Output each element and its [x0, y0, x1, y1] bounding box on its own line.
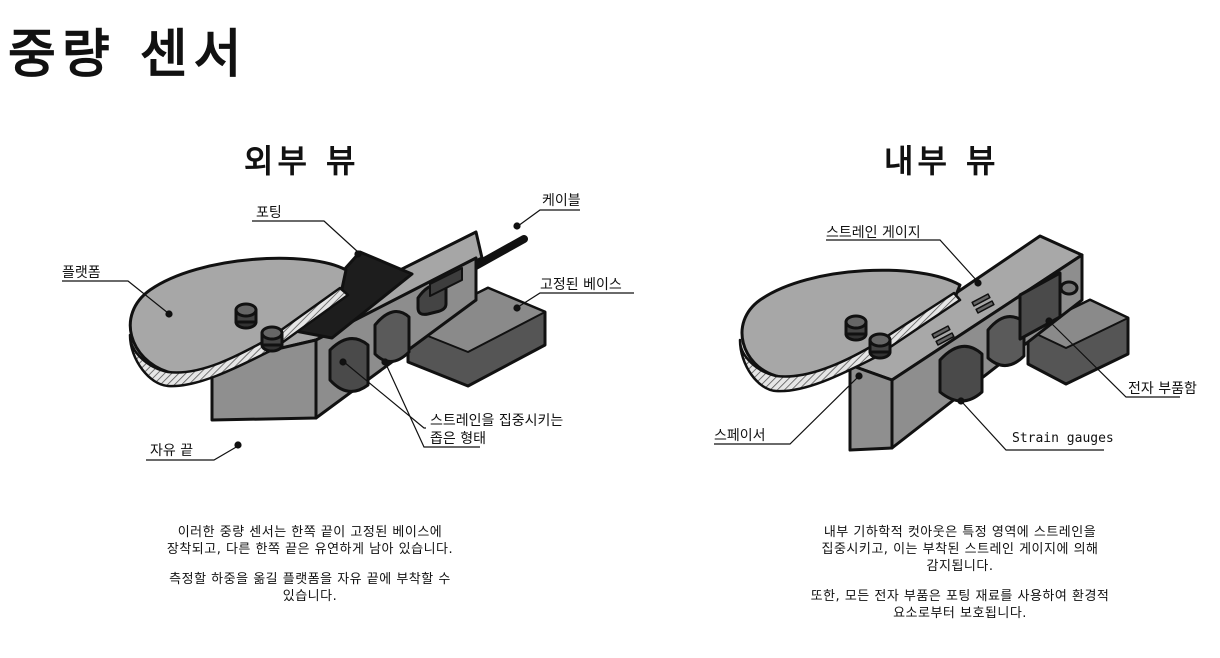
- interior-bolt-2: [868, 332, 892, 360]
- label-free-end: 자유 끝: [150, 443, 194, 459]
- exterior-load-cell: [128, 230, 547, 422]
- interior-desc-line2: 집중시키고, 이는 부착된 스트레인 게이지에 의해: [821, 542, 1099, 557]
- interior-bolt-1: [844, 314, 868, 342]
- bolt-2: [260, 325, 284, 353]
- exterior-desc-line3: 측정할 하중을 옮길 플랫폼을 자유 끝에 부착할 수: [169, 572, 451, 587]
- interior-desc-line5: 요소로부터 보호됩니다.: [893, 606, 1027, 621]
- label-potting: 포팅: [256, 205, 282, 221]
- bolt-1: [234, 302, 258, 330]
- cable: [468, 235, 528, 272]
- exterior-desc-line1: 이러한 중량 센서는 한쪽 끝이 고정된 베이스에: [177, 525, 443, 540]
- exterior-desc-line4: 있습니다.: [282, 589, 338, 604]
- label-electronics: 전자 부품함: [1128, 381, 1197, 397]
- label-fixed-base: 고정된 베이스: [540, 277, 622, 293]
- strain-gauge-marks: [931, 293, 995, 346]
- interior-view-title: 내부 뷰: [884, 142, 1000, 180]
- interior-desc-line4: 또한, 모든 전자 부품은 포팅 재료를 사용하여 환경적: [810, 589, 1110, 604]
- exterior-leader-lines: [62, 209, 634, 461]
- cable-hole: [1059, 280, 1079, 296]
- interior-cutout-1: [938, 344, 984, 403]
- exterior-description: 이러한 중량 센서는 한쪽 끝이 고정된 베이스에 장착되고, 다른 한쪽 끝은…: [110, 524, 510, 605]
- page-title: 중량 센서: [8, 25, 248, 85]
- label-cable: 케이블: [542, 193, 581, 209]
- label-platform: 플랫폼: [62, 265, 101, 281]
- interior-desc-line1: 내부 기하학적 컷아웃은 특정 영역에 스트레인을: [823, 525, 1097, 540]
- label-spacer: 스페이서: [714, 428, 766, 444]
- label-strain-gauges-en: Strain gauges: [1012, 431, 1114, 446]
- label-strain-shape-line1: 스트레인을 집중시키는: [430, 413, 564, 429]
- interior-load-cell: [738, 234, 1130, 452]
- exterior-view-title: 외부 뷰: [244, 142, 360, 180]
- interior-desc-line3: 감지됩니다.: [926, 559, 994, 574]
- label-strain-gauge: 스트레인 게이지: [826, 225, 921, 241]
- interior-description: 내부 기하학적 컷아웃은 특정 영역에 스트레인을 집중시키고, 이는 부착된 …: [760, 524, 1160, 622]
- interior-leader-lines: [714, 239, 1180, 451]
- exterior-desc-line2: 장착되고, 다른 한쪽 끝은 유연하게 남아 있습니다.: [166, 542, 454, 557]
- label-strain-shape-line2: 좁은 형태: [430, 431, 486, 447]
- strain-cutout: [328, 337, 370, 393]
